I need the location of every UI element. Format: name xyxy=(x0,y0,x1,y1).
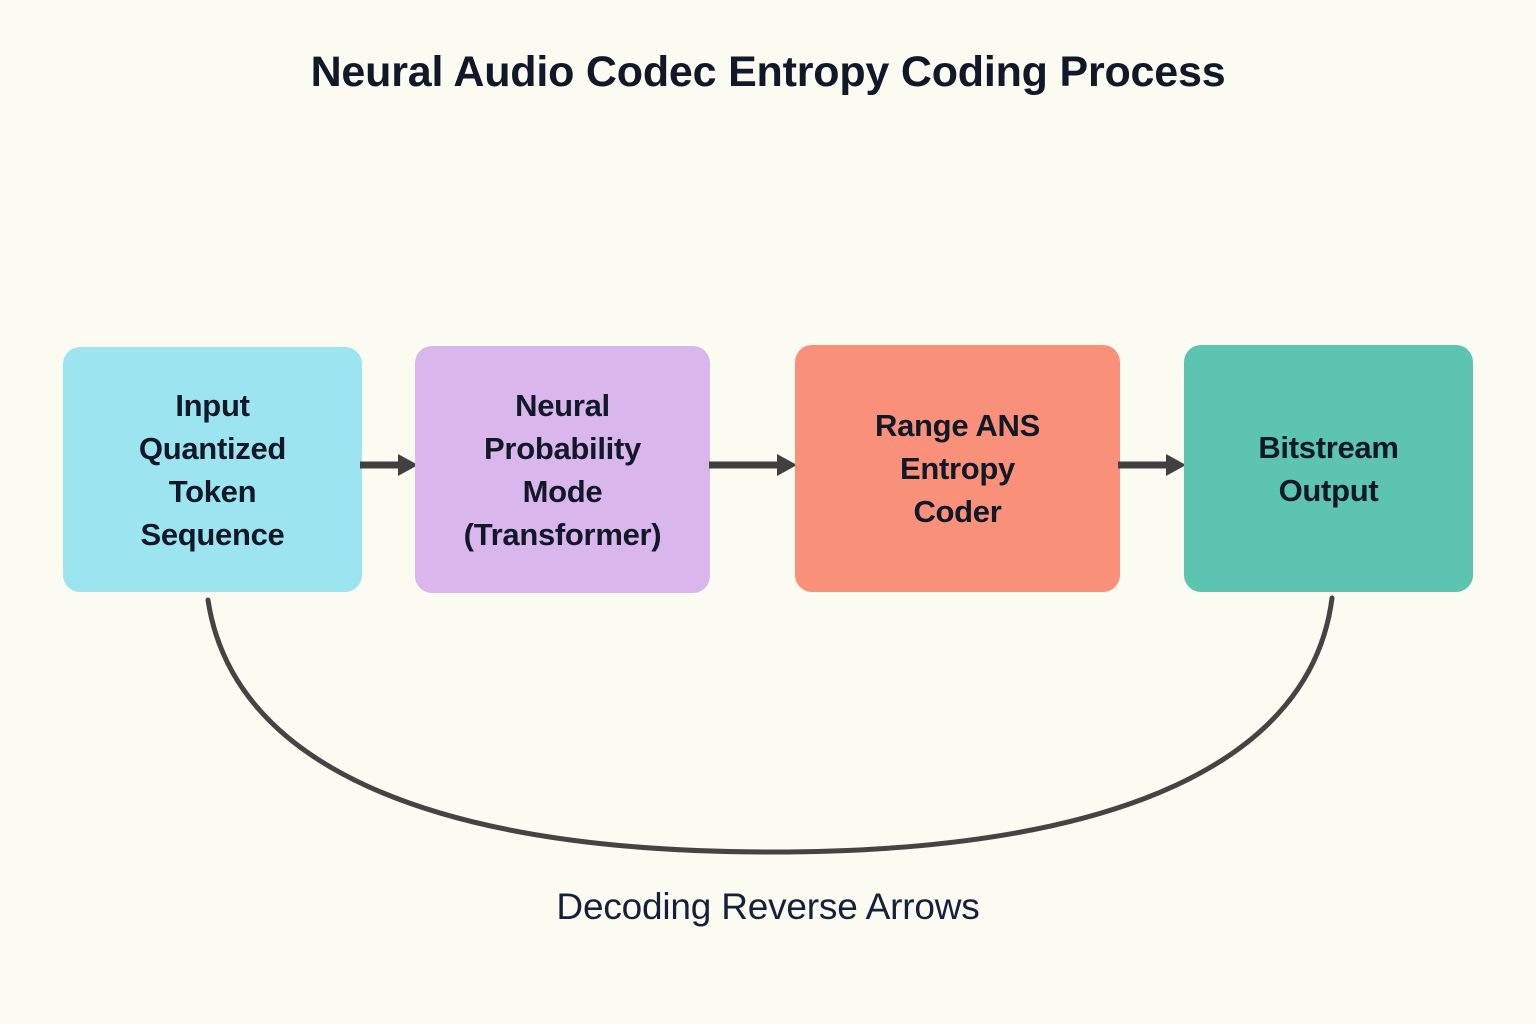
flow-node-label: Neural Probability Mode (Transformer) xyxy=(463,387,662,552)
flow-node-bitstream-output[interactable]: Bitstream Output xyxy=(1184,345,1473,592)
flow-node-label: Range ANS Entropy Coder xyxy=(875,408,1040,529)
flow-node-input-quantized-token-sequence[interactable]: Input Quantized Token Sequence xyxy=(63,347,362,592)
flow-node-label: Bitstream Output xyxy=(1258,429,1399,508)
flow-node-range-ans-entropy-coder[interactable]: Range ANS Entropy Coder xyxy=(795,345,1120,592)
flow-arrow-2 xyxy=(709,452,797,478)
page-title: Neural Audio Codec Entropy Coding Proces… xyxy=(310,48,1226,96)
flow-arrow-3 xyxy=(1118,452,1186,478)
flow-node-neural-probability-mode-transformer[interactable]: Neural Probability Mode (Transformer) xyxy=(415,346,710,593)
decoding-reverse-caption: Decoding Reverse Arrows xyxy=(556,886,980,927)
flow-arrow-1 xyxy=(360,452,418,478)
flow-node-label: Input Quantized Token Sequence xyxy=(138,387,287,552)
